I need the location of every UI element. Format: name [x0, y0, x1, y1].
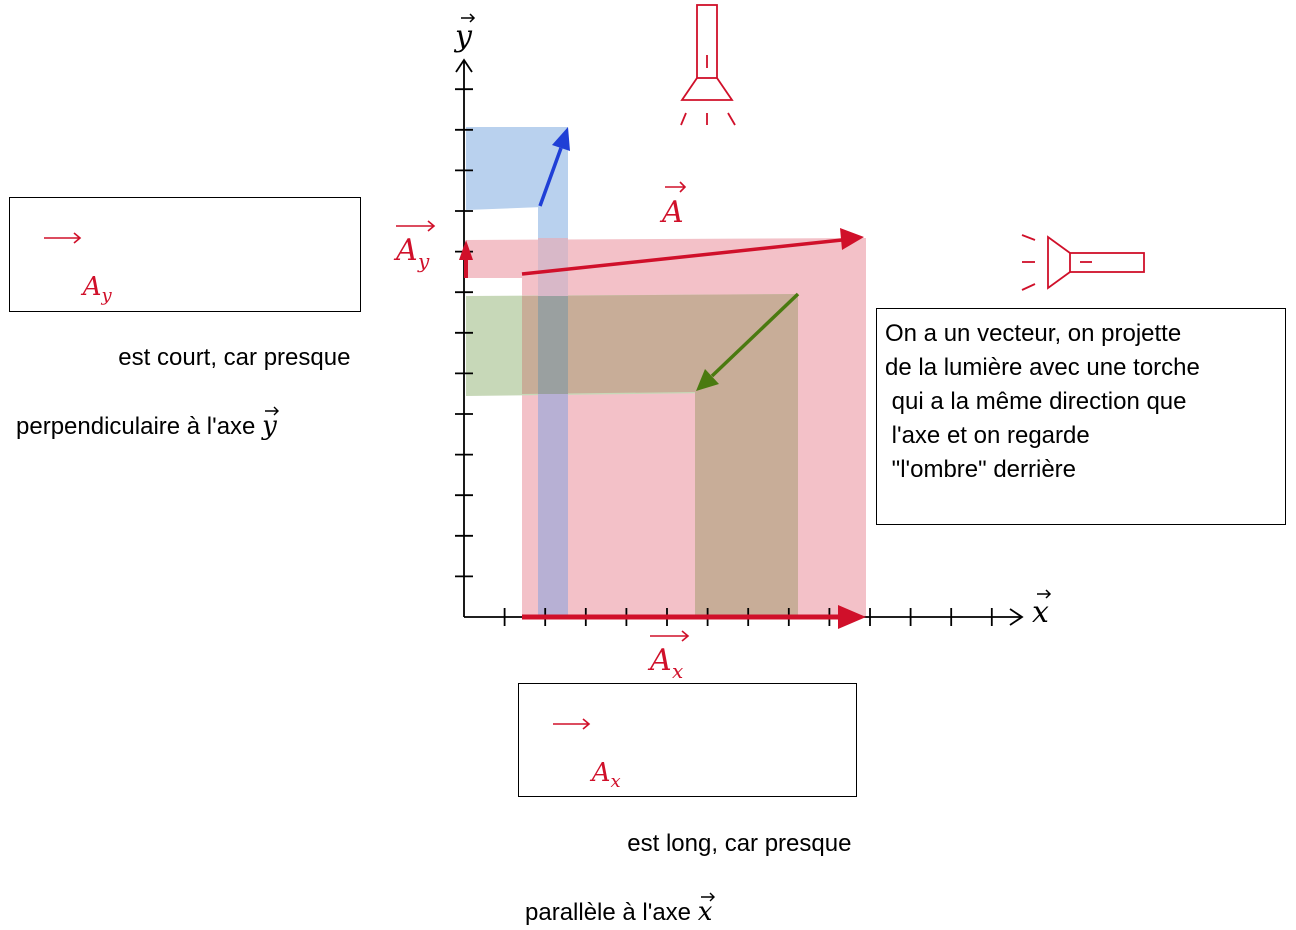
- label-A-text: A: [659, 195, 684, 230]
- flashlight-down-icon: [680, 4, 736, 126]
- label-Ax-sub: x: [672, 659, 683, 683]
- x-axis-label-text: x: [1032, 595, 1049, 630]
- x-axis-label-vec-arrow: [1037, 589, 1052, 599]
- vector-A-arrowhead: [840, 228, 864, 250]
- shadow-overlap-brown: [522, 294, 798, 617]
- callout-ax-text2: parallèle à l'axe: [525, 899, 698, 926]
- label-A: A: [659, 181, 687, 230]
- overlap-blue-green: [538, 296, 568, 394]
- x-axis-arrowhead: [1009, 608, 1024, 626]
- y-axis-label: y: [453, 13, 476, 54]
- explanation-line: "l'ombre" derrière: [885, 456, 1077, 483]
- projection-shadows: [466, 127, 866, 617]
- y-axis-label-vec-arrow: [461, 13, 476, 23]
- callout-ax-vec-sub: x: [610, 771, 621, 792]
- label-Ay-vec-arrow: [396, 220, 436, 232]
- label-Ax: A x: [647, 630, 690, 683]
- callout-ay-axis-arrow: [265, 406, 280, 416]
- y-axis-label-text: y: [453, 19, 473, 54]
- y-axis-arrowhead: [455, 58, 473, 73]
- callout-ay-vec-sub: y: [101, 285, 112, 306]
- callout-ax-text1: est long, car presque: [620, 830, 852, 857]
- vector-blue-arrowhead: [552, 127, 570, 151]
- callout-ay-axis: y: [262, 411, 277, 441]
- vector-projection-diagram: x y A A x A y: [393, 4, 1145, 683]
- callout-ax-long: Ax est long, car presque parallèle à l'a…: [518, 683, 857, 927]
- vector-A: [521, 238, 843, 276]
- callout-ax-axis-arrow: [700, 892, 715, 902]
- flashlight-left-icon: [1021, 234, 1145, 291]
- callout-ax-vec-base: A: [591, 758, 611, 788]
- vectors: [459, 127, 866, 629]
- callout-ay-text1: est court, car presque: [111, 344, 351, 371]
- label-Ay-base: A: [393, 233, 418, 268]
- explanation-line: On a un vecteur, on projette: [885, 320, 1182, 347]
- vector-green: [710, 292, 800, 378]
- vector-blue: [538, 147, 563, 207]
- callout-ay-vec-base: A: [82, 272, 102, 302]
- explanation-line: de la lumière avec une torche: [885, 354, 1200, 381]
- explanation-line: qui a la même direction que: [885, 388, 1187, 415]
- x-axis-label: x: [1032, 589, 1052, 630]
- callout-ay-short: Ay est court, car presque perpendiculair…: [9, 197, 361, 441]
- label-Ay: A y: [393, 220, 436, 273]
- explanation-line: l'axe et on regarde: [885, 422, 1090, 449]
- callout-explanation: On a un vecteur, on projette de la lumiè…: [876, 308, 1286, 525]
- vector-Ax-arrowhead: [838, 605, 866, 629]
- label-A-vec-arrow: [665, 181, 687, 193]
- label-Ax-vec-arrow: [650, 630, 690, 642]
- vector-Ay-arrowhead: [459, 240, 473, 260]
- vector-green-arrowhead: [696, 369, 719, 391]
- callout-ax-vec-arrow: [552, 718, 590, 730]
- callout-ay-vec-arrow: [43, 232, 81, 244]
- callout-ay-text2: perpendiculaire à l'axe: [16, 413, 263, 440]
- overlap-blue-pink-low: [538, 394, 568, 617]
- label-Ay-sub: y: [417, 249, 430, 273]
- overlap-blue-pink-top: [538, 238, 568, 296]
- y-axis-ticks: [455, 88, 473, 578]
- label-Ax-base: A: [647, 643, 672, 678]
